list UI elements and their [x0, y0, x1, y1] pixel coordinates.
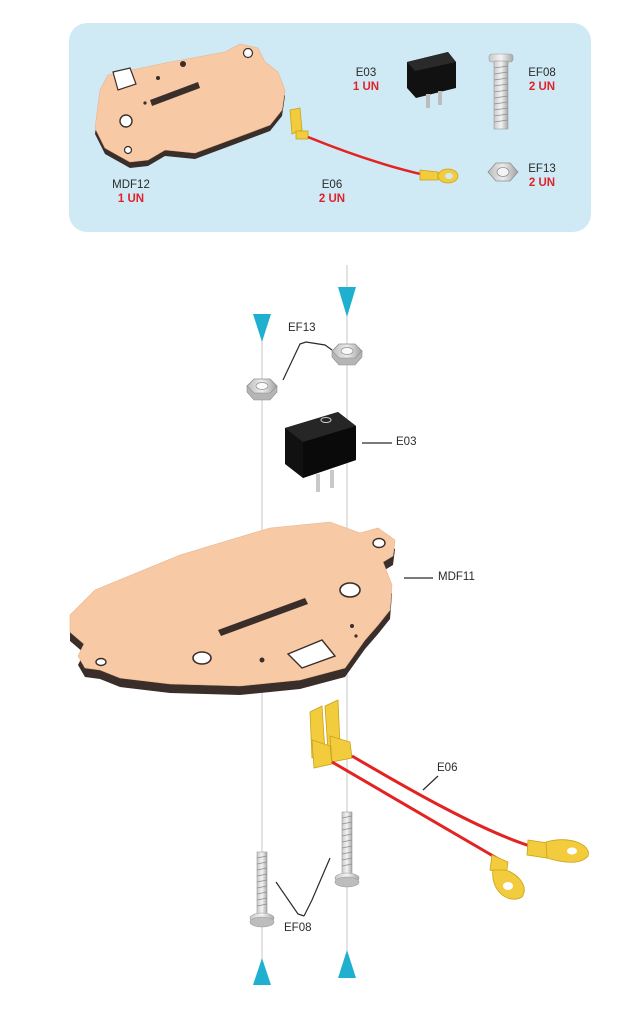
- callout-line-ef13-a: [282, 341, 307, 381]
- ef08-screw-left: [249, 851, 275, 928]
- part-label-e06: E06 2 UN: [302, 178, 362, 206]
- part-label-mdf12: MDF12 1 UN: [96, 178, 166, 206]
- ef08-screw-illustration: [488, 53, 514, 130]
- e06-wire-assembly: [309, 699, 589, 900]
- arrow-up-right: [338, 950, 356, 978]
- callout-ef13: EF13: [288, 322, 316, 334]
- ef13-nut-right: [331, 343, 363, 366]
- part-quantity: 1 UN: [352, 81, 380, 93]
- callout-e03: E03: [396, 436, 417, 448]
- mdf11-plate-assembly: [69, 521, 396, 695]
- part-label-ef13: EF13 2 UN: [512, 162, 572, 190]
- mdf12-plate-illustration: [94, 43, 286, 168]
- callout-line-ef08-b: [303, 857, 331, 917]
- part-code: EF08: [528, 67, 556, 79]
- ef08-screw-right: [334, 811, 360, 888]
- part-code: E06: [321, 179, 343, 191]
- arrow-down-left: [253, 314, 271, 342]
- part-quantity: 1 UN: [117, 193, 145, 205]
- arrow-down-right: [338, 287, 356, 317]
- part-code: E03: [355, 67, 377, 79]
- arrow-up-left: [253, 958, 271, 985]
- callout-e06: E06: [437, 762, 458, 774]
- callout-mdf11: MDF11: [438, 571, 475, 583]
- callout-line-e06: [422, 775, 439, 791]
- part-label-ef08: EF08 2 UN: [512, 66, 572, 94]
- part-quantity: 2 UN: [528, 81, 556, 93]
- part-quantity: 2 UN: [528, 177, 556, 189]
- ef13-nut-left: [246, 378, 278, 401]
- part-code: EF13: [528, 163, 556, 175]
- callout-line-ef08-a: [275, 881, 305, 917]
- callout-ef08: EF08: [284, 922, 312, 934]
- part-code: MDF12: [112, 179, 150, 191]
- callout-line-ef13-b: [305, 341, 333, 351]
- e03-switch-assembly: [285, 412, 356, 492]
- part-label-e03: E03 1 UN: [336, 66, 396, 94]
- e03-switch-illustration: [407, 52, 456, 108]
- part-quantity: 2 UN: [318, 193, 346, 205]
- e06-wire-illustration: [289, 107, 459, 184]
- ef13-nut-illustration: [487, 162, 519, 182]
